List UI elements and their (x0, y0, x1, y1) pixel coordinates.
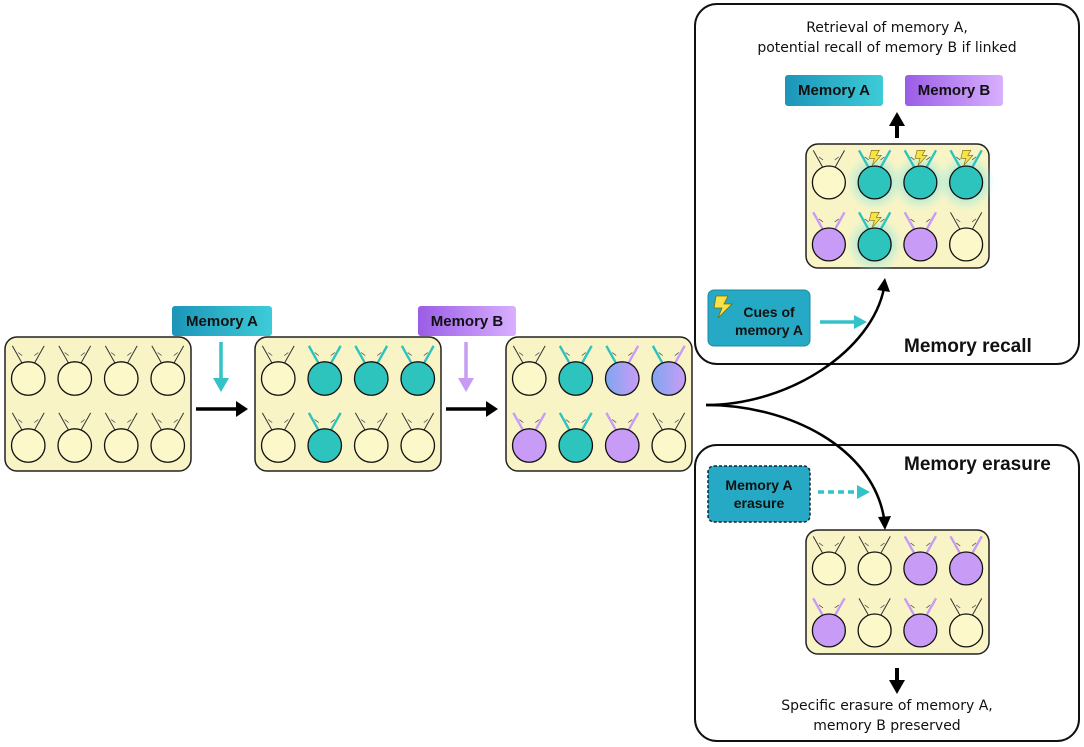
erasure-panel-title: Memory erasure (904, 454, 1051, 475)
grid-naive (4, 336, 192, 472)
erasure-label-line1: Memory A (725, 477, 793, 493)
neuron-cell-icon (949, 598, 984, 648)
erasure-caption-line2: memory B preserved (813, 718, 961, 734)
arrow-icon (213, 342, 229, 392)
neuron-cell-icon (260, 345, 296, 396)
neuron-cell-icon (511, 345, 547, 396)
neuron-cell-icon (604, 345, 640, 396)
cues-box (707, 289, 811, 347)
neuron-cell-icon (857, 598, 892, 648)
arrow-icon (705, 403, 891, 530)
neuron-cell-icon (57, 345, 93, 396)
grid-erasure (805, 529, 990, 655)
neuron-cell-icon (811, 536, 846, 586)
recall-memory-a-label: Memory A (785, 75, 883, 106)
recall-caption: Retrieval of memory A, potential recall … (700, 18, 1074, 58)
arrow-icon (889, 668, 905, 694)
grid-after-memory-a (254, 336, 442, 472)
neuron-cell-icon (651, 412, 687, 463)
erasure-caption: Specific erasure of memory A, memory B p… (700, 696, 1074, 736)
neuron-cell-icon (857, 211, 892, 262)
erasure-label: Memory A erasure (708, 470, 810, 518)
neuron-cell-icon (903, 211, 938, 262)
neuron-cell-icon (558, 345, 594, 396)
neuron-cell-icon (307, 412, 343, 463)
lightning-icon (868, 212, 883, 228)
neuron-cell-icon (57, 412, 93, 463)
neuron-cell-icon (558, 412, 594, 463)
lightning-icon (868, 150, 883, 166)
memory-b-label: Memory B (418, 306, 516, 336)
neuron-cell-icon (903, 149, 938, 200)
memory-a-label: Memory A (172, 306, 272, 336)
neuron-cell-icon (811, 597, 846, 648)
neuron-cell-icon (103, 412, 139, 463)
arrow-icon (458, 342, 474, 392)
neuron-cell-icon (10, 412, 46, 463)
arrow-icon (818, 485, 870, 499)
arrow-icon (446, 401, 498, 417)
neuron-cell-icon (353, 412, 389, 463)
neuron-cell-icon (903, 535, 938, 586)
neuron-cell-icon (10, 345, 46, 396)
lightning-icon (960, 150, 974, 166)
erasure-caption-line1: Specific erasure of memory A, (781, 698, 993, 714)
lightning-icon (914, 150, 928, 166)
neuron-cell-icon (400, 412, 436, 463)
neuron-cell-icon (949, 149, 984, 200)
erasure-box (707, 465, 811, 523)
neuron-cell-icon (400, 345, 436, 396)
cues-label-line2: memory A (735, 322, 803, 338)
neuron-cell-icon (903, 597, 938, 648)
neuron-cell-icon (150, 345, 186, 396)
neuron-cell-icon (857, 536, 892, 586)
neuron-cell-icon (857, 149, 892, 200)
arrow-icon (889, 112, 905, 138)
recall-caption-line1: Retrieval of memory A, (806, 20, 968, 36)
neuron-cell-icon (353, 345, 389, 396)
neuron-cell-icon (811, 150, 846, 200)
neuron-cell-icon (651, 345, 687, 396)
grid-recall (805, 143, 995, 274)
neuron-cell-icon (103, 345, 139, 396)
recall-memory-b-label: Memory B (905, 75, 1003, 106)
neuron-cell-icon (949, 212, 984, 262)
neuron-cell-icon (150, 412, 186, 463)
cues-label: Cues of memory A (716, 298, 808, 344)
erasure-label-line2: erasure (733, 495, 785, 511)
neuron-cell-icon (811, 211, 846, 262)
recall-panel-title: Memory recall (904, 336, 1032, 357)
arrow-icon (820, 315, 867, 329)
cues-label-line1: Cues of (743, 304, 795, 320)
neuron-cell-icon (949, 535, 984, 586)
lightning-icon (713, 295, 733, 319)
neuron-cell-icon (604, 412, 640, 463)
arrow-icon (196, 401, 248, 417)
neuron-cell-icon (307, 345, 343, 396)
arrow-icon (705, 278, 890, 407)
grid-after-memory-b (505, 336, 693, 472)
neuron-cell-icon (511, 412, 547, 463)
neuron-cell-icon (260, 412, 296, 463)
recall-caption-line2: potential recall of memory B if linked (757, 40, 1017, 56)
